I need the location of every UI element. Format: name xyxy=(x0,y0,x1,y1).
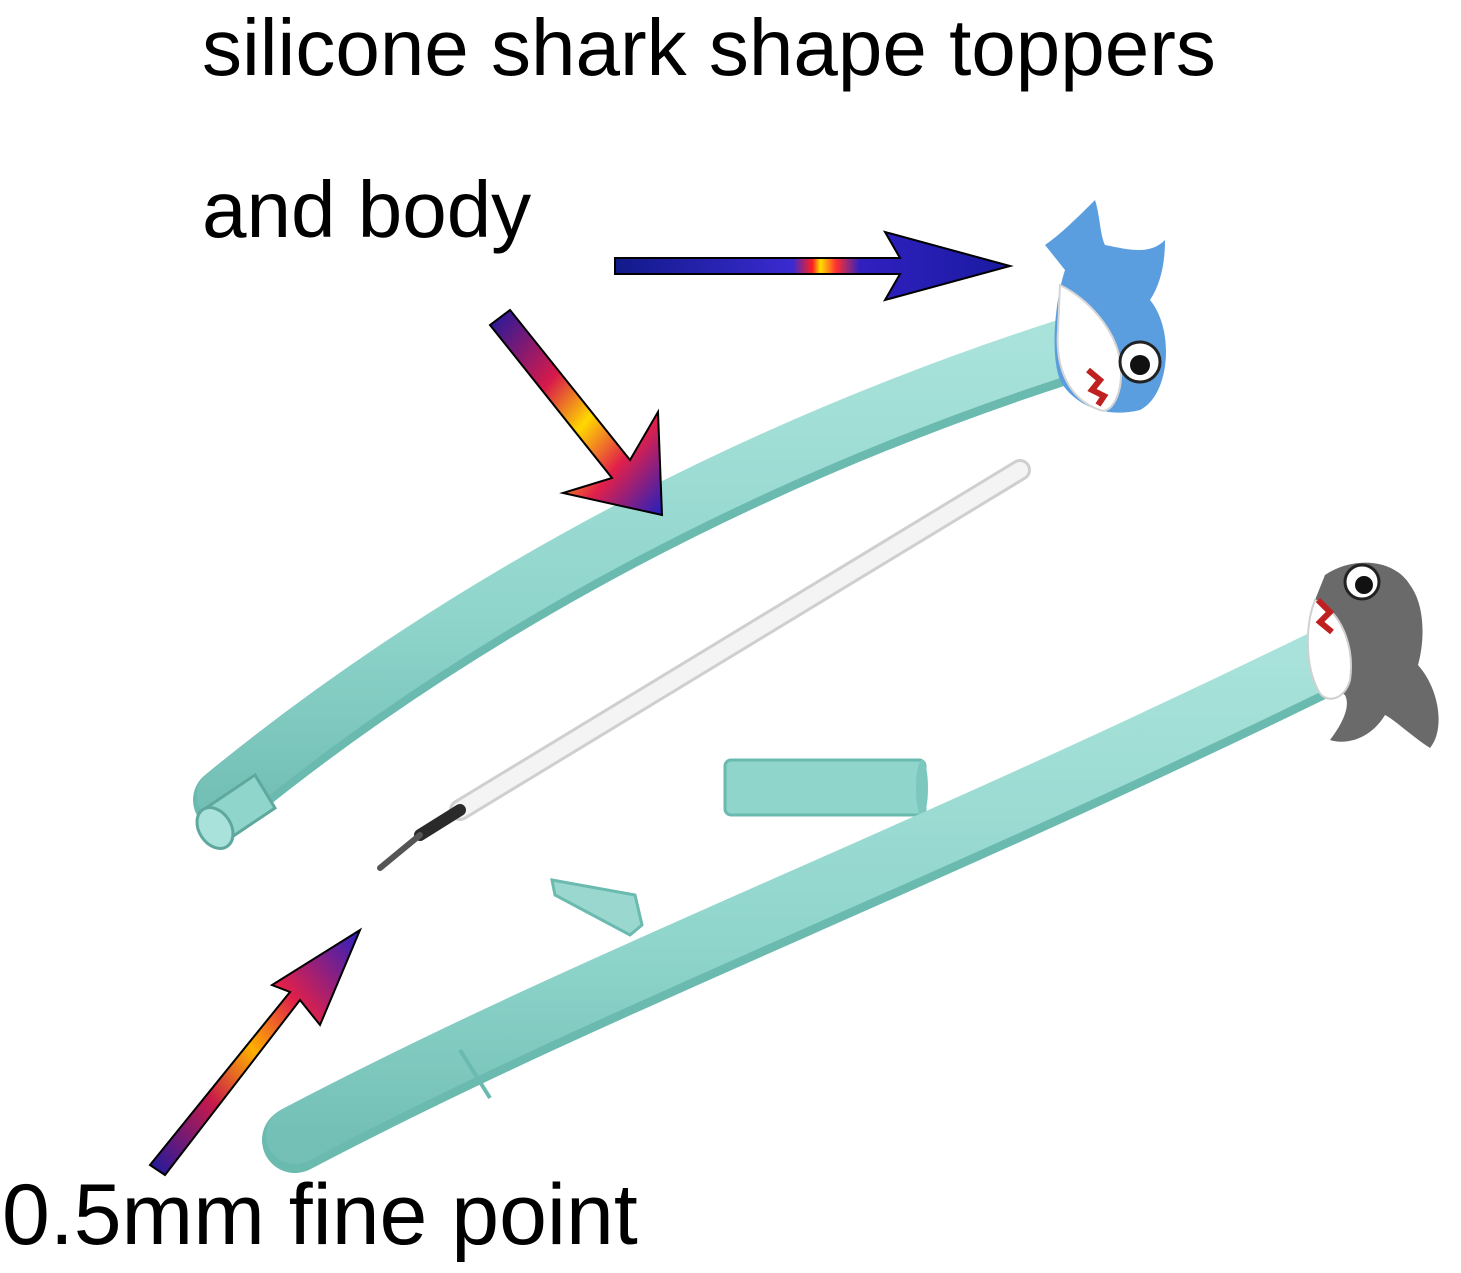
arrow-icon xyxy=(488,308,664,517)
arrow-icon xyxy=(614,230,1014,302)
tip-cover xyxy=(550,878,644,937)
caption-body: and body xyxy=(202,165,532,254)
arrow-icon xyxy=(148,927,363,1177)
gray-shark-topper-icon xyxy=(1306,562,1439,748)
caption-toppers: silicone shark shape toppers xyxy=(202,3,1216,92)
pen-bottom xyxy=(262,631,1353,1173)
refill xyxy=(377,459,1031,871)
blue-shark-topper-icon xyxy=(1045,200,1167,413)
pen-top xyxy=(193,319,1097,850)
caption-fine-point: 0.5mm fine point xyxy=(2,1167,638,1263)
pen-cap xyxy=(723,758,928,817)
